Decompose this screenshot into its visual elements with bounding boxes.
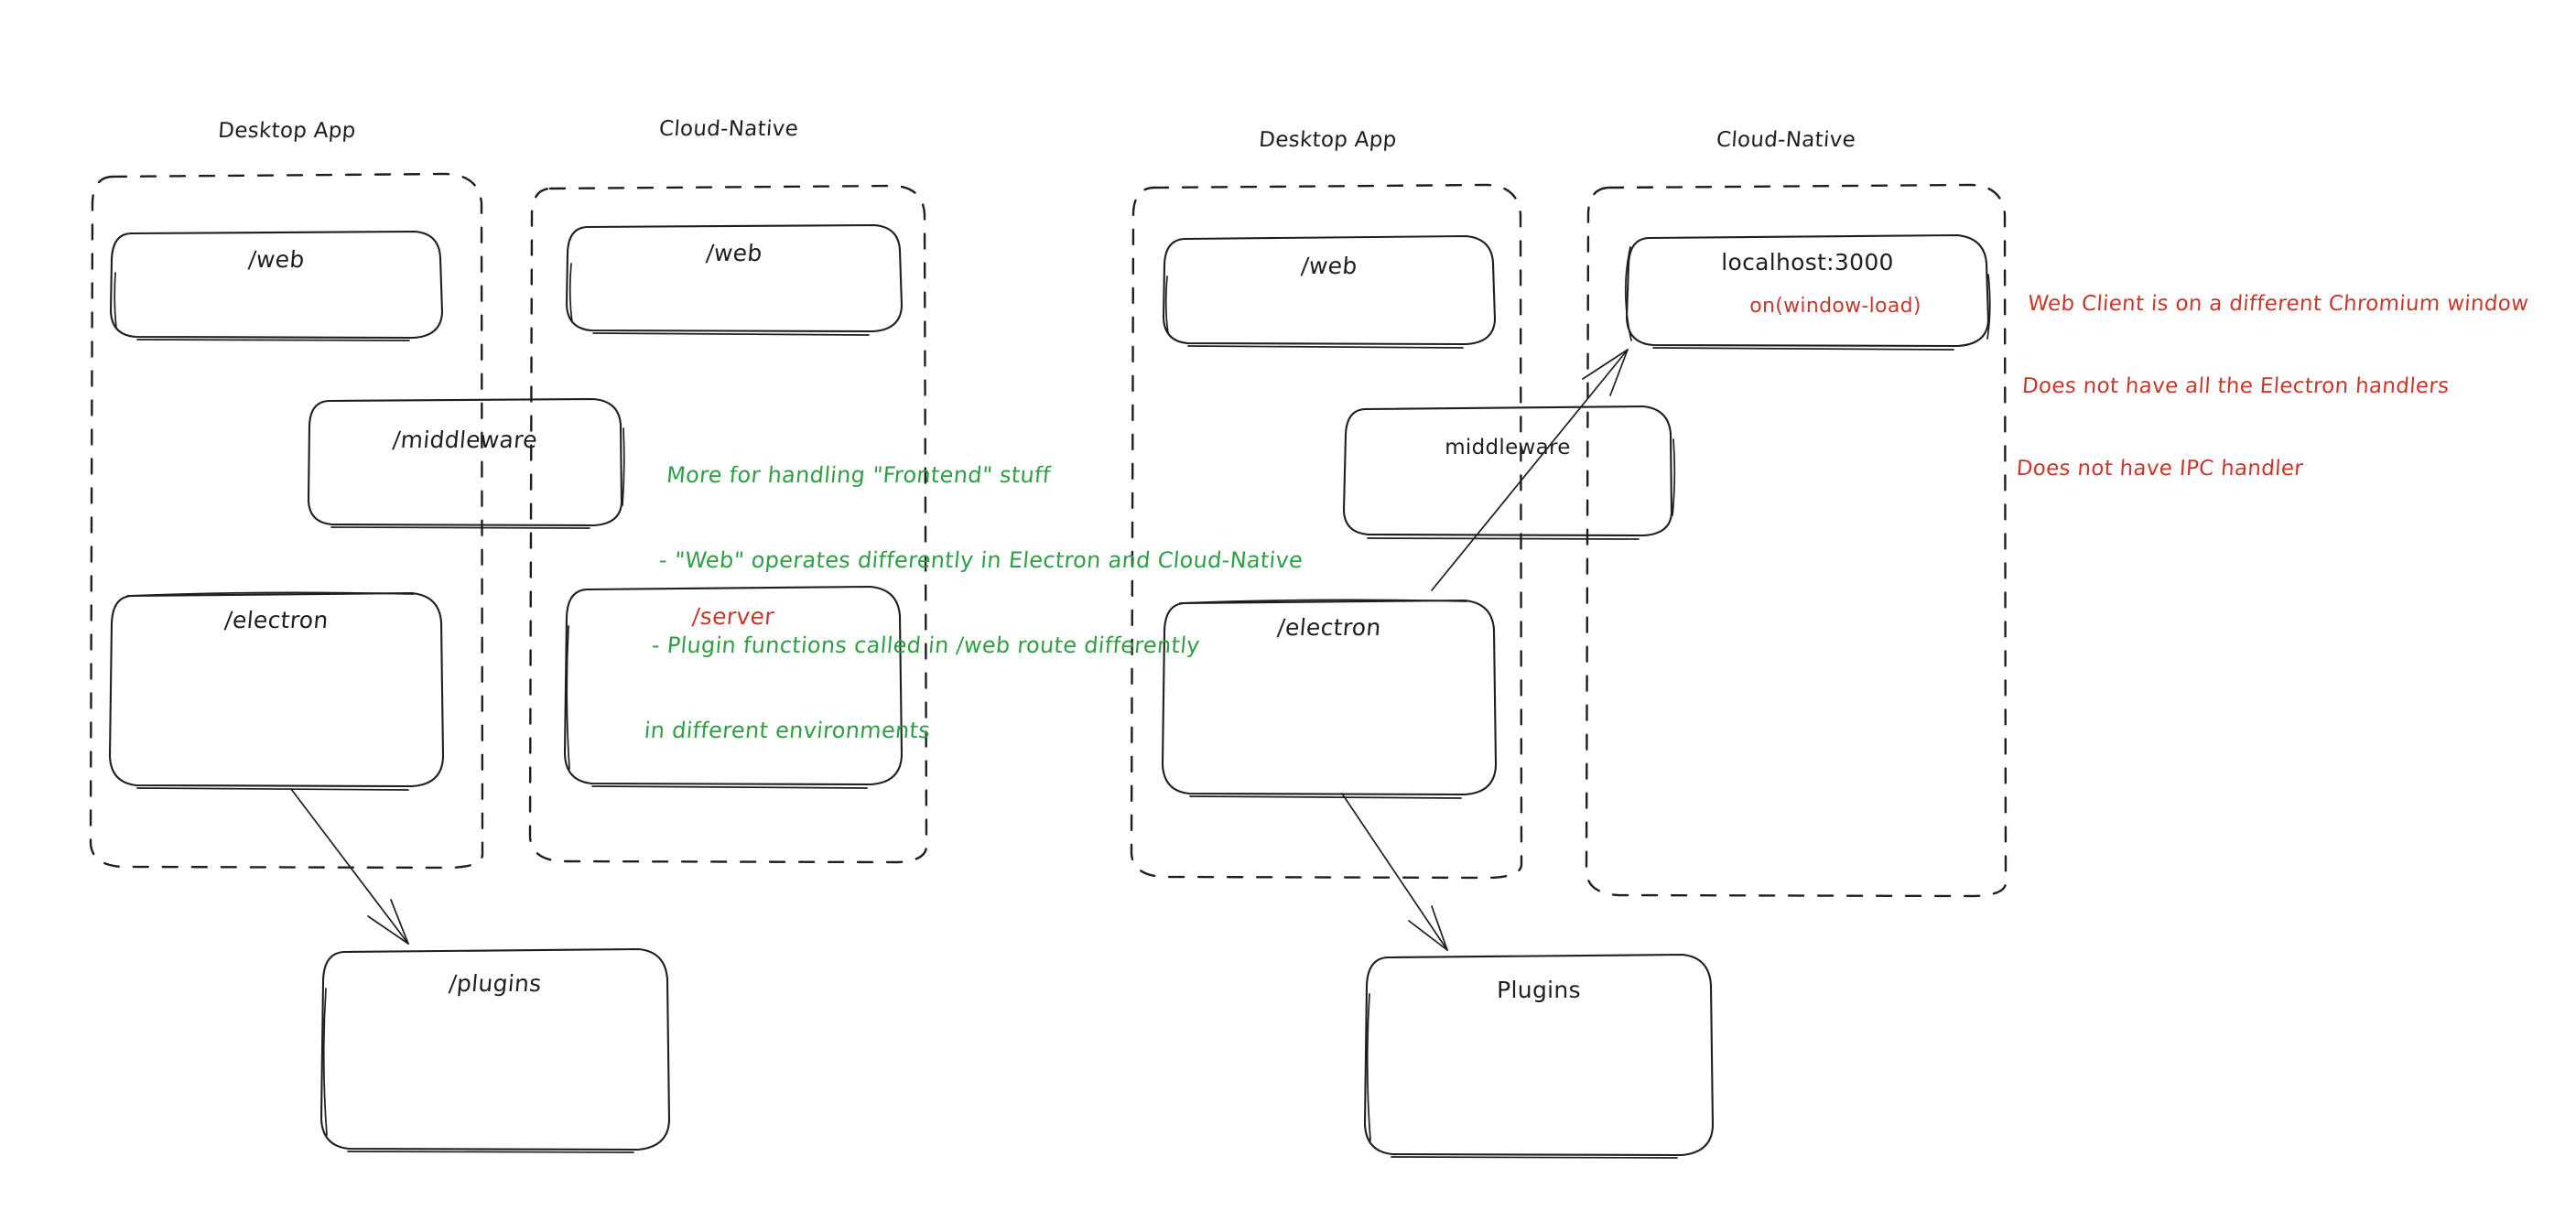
right-cloud-localhost-sublabel: on(window-load) (1749, 295, 1921, 318)
left-cloud-web-shape[interactable] (565, 223, 904, 336)
right-desktop-app-container (1130, 183, 1523, 880)
left-desktop-web-shape[interactable] (109, 230, 444, 341)
left-desktop-app-group-label: Desktop App (217, 119, 357, 143)
left-desktop-electron-shape[interactable] (108, 591, 445, 791)
left-desktop-electron-label: /electron (223, 607, 330, 633)
left-desktop-web-label: /web (247, 246, 306, 273)
right-electron-to-localhost-arrow (1431, 349, 1629, 591)
right-red-annotation-line-1: Web Client is on a different Chromium wi… (2027, 292, 2530, 316)
left-cloud-native-group-label: Cloud-Native (658, 117, 799, 141)
right-red-annotation-line-3: Does not have IPC handler (2015, 457, 2304, 481)
right-desktop-electron-label: /electron (1276, 614, 1382, 641)
left-cloud-web-label: /web (705, 240, 763, 266)
right-cloud-localhost-label: localhost:3000 (1721, 249, 1894, 276)
right-electron-to-plugins-arrow (1341, 793, 1448, 951)
right-plugins-label: Plugins (1497, 977, 1581, 1003)
left-middleware-label: /middleware (391, 427, 539, 453)
left-desktop-app-container (89, 172, 484, 870)
left-cloud-server-shape[interactable] (563, 585, 904, 789)
left-green-annotation-line-2: - "Web" operates differently in Electron… (657, 547, 1304, 573)
left-cloud-native-container (528, 184, 928, 864)
left-green-annotation: More for handling "Frontend" stuff - "We… (638, 405, 1316, 802)
left-green-annotation-line-4: in different environments (643, 718, 932, 743)
right-desktop-web-label: /web (1300, 253, 1358, 279)
right-desktop-electron-shape[interactable] (1161, 599, 1498, 799)
right-plugins-shape[interactable] (1363, 953, 1715, 1159)
right-middleware-label: middleware (1445, 436, 1571, 459)
left-electron-to-plugins-arrow (290, 788, 409, 945)
right-desktop-web-shape[interactable] (1162, 234, 1497, 349)
left-plugins-label: /plugins (448, 970, 543, 997)
right-desktop-app-group-label: Desktop App (1258, 128, 1398, 152)
left-green-annotation-line-1: More for handling "Frontend" stuff (666, 462, 1052, 488)
left-plugins-shape[interactable] (319, 947, 671, 1153)
right-cloud-localhost-shape[interactable] (1624, 233, 1991, 351)
left-middleware-shape[interactable] (307, 397, 625, 529)
right-red-annotation: Web Client is on a different Chromium wi… (2011, 235, 2533, 537)
right-red-annotation-line-2: Does not have all the Electron handlers (2021, 374, 2451, 398)
right-middleware-shape[interactable] (1342, 405, 1676, 540)
right-cloud-native-container (1585, 183, 2008, 898)
right-cloud-native-group-label: Cloud-Native (1716, 128, 1856, 152)
